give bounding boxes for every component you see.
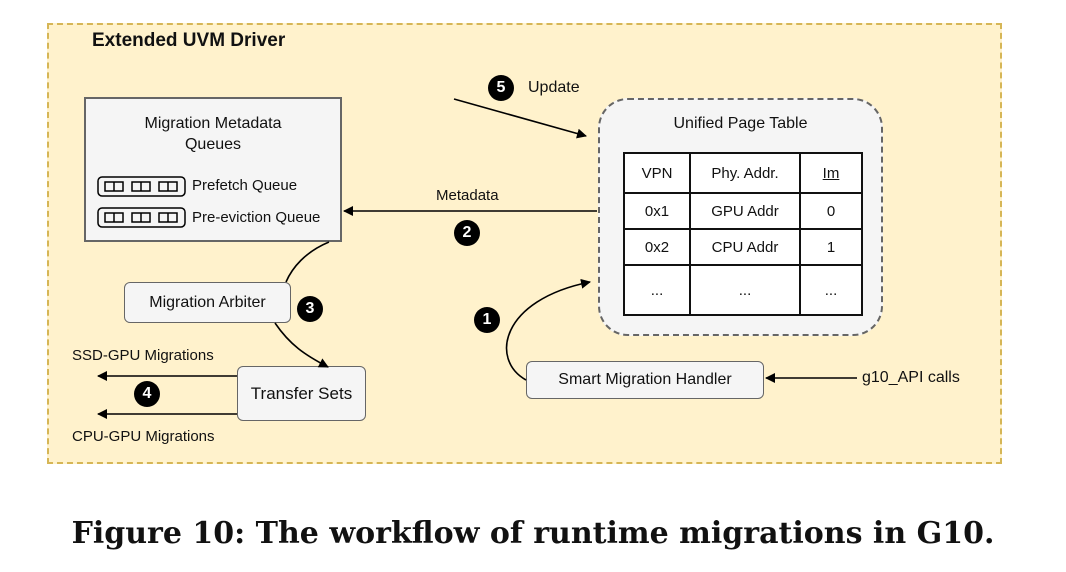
table-cell: 0 — [799, 192, 863, 230]
queues-arbiter-connector — [285, 241, 330, 283]
table-cell: ... — [623, 264, 691, 316]
smart-migration-handler-label: Smart Migration Handler — [558, 371, 732, 388]
table-cell: GPU Addr — [689, 192, 801, 230]
prefetch-queue-icon — [97, 176, 186, 197]
step-1-badge: 1 — [474, 307, 500, 333]
table-cell: ... — [689, 264, 801, 316]
header-phy-addr: Phy. Addr. — [689, 152, 801, 194]
table-cell: 0x2 — [623, 228, 691, 266]
figure-caption: Figure 10: The workflow of runtime migra… — [71, 516, 995, 551]
migration-arbiter-label: Migration Arbiter — [149, 293, 266, 311]
step-4-badge: 4 — [134, 381, 160, 407]
metadata-label: Metadata — [436, 187, 499, 204]
table-cell: CPU Addr — [689, 228, 801, 266]
update-label: Update — [528, 79, 580, 96]
step-5-badge: 5 — [488, 75, 514, 101]
page-table: VPN Phy. Addr. Im 0x1 GPU Addr 0 0x2 CPU… — [623, 152, 863, 316]
cpu-gpu-label: CPU-GPU Migrations — [72, 428, 215, 445]
table-cell: 0x1 — [623, 192, 691, 230]
transfer-sets-box: Transfer Sets — [237, 366, 366, 421]
table-header-row: VPN Phy. Addr. Im — [623, 152, 863, 194]
prefetch-queue-label: Prefetch Queue — [192, 177, 298, 194]
step-2-badge: 2 — [454, 220, 480, 246]
table-row: ... ... ... — [623, 264, 863, 316]
table-row: 0x1 GPU Addr 0 — [623, 192, 863, 230]
unified-page-table-title: Unified Page Table — [673, 115, 808, 132]
table-cell: 1 — [799, 228, 863, 266]
header-vpn: VPN — [623, 152, 691, 194]
handler-pagetable-arrow — [505, 278, 591, 381]
smart-migration-handler-box: Smart Migration Handler — [526, 361, 764, 399]
migration-arbiter-box: Migration Arbiter — [124, 282, 291, 323]
ssd-gpu-label: SSD-GPU Migrations — [72, 347, 214, 364]
table-cell: ... — [799, 264, 863, 316]
transfer-sets-label: Transfer Sets — [250, 383, 353, 403]
pre-eviction-queue-label: Pre-eviction Queue — [192, 209, 321, 226]
table-row: 0x2 CPU Addr 1 — [623, 228, 863, 266]
pre-eviction-queue-icon — [97, 207, 186, 228]
api-calls-label: g10_API calls — [862, 369, 960, 386]
step-3-badge: 3 — [297, 296, 323, 322]
arbiter-transfer-arrow — [274, 322, 329, 368]
container-title: Extended UVM Driver — [92, 30, 286, 51]
metadata-queues-title: Migration Metadata Queues — [144, 115, 282, 153]
header-im: Im — [799, 152, 863, 194]
metadata-queues-box — [84, 97, 342, 242]
update-arrow — [453, 98, 587, 139]
